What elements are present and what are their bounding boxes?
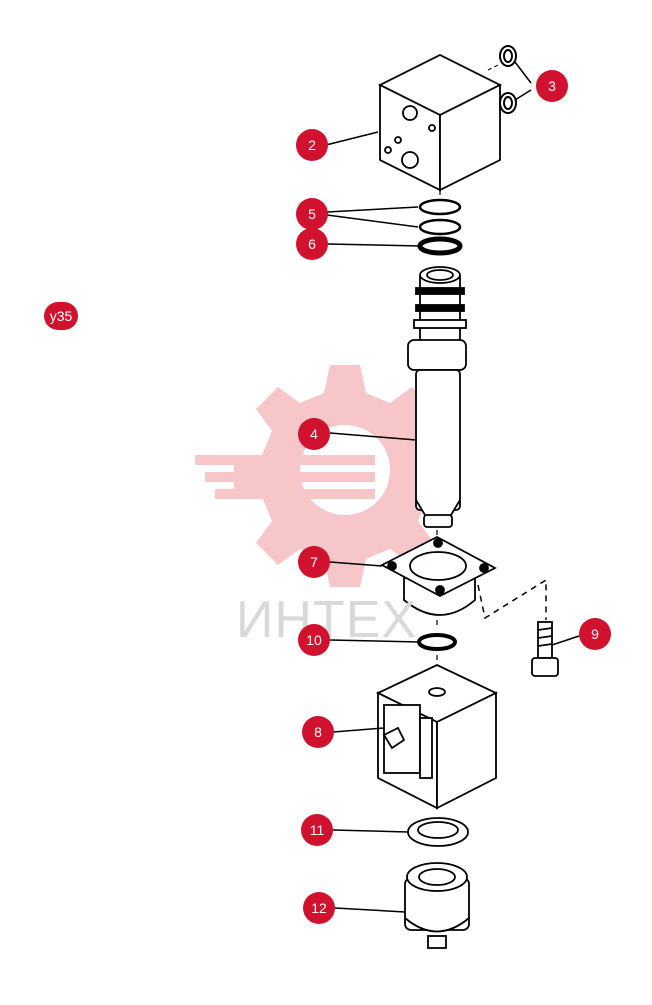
callout-7: 7 bbox=[298, 546, 330, 578]
callout-9: 9 bbox=[579, 618, 611, 650]
part-9-bolt bbox=[531, 621, 559, 677]
callout-10: 10 bbox=[298, 624, 330, 656]
part-8-coil bbox=[375, 664, 499, 810]
callout-3: 3 bbox=[536, 70, 568, 102]
part-5-rings bbox=[418, 198, 462, 236]
part-2-valve-block bbox=[377, 53, 503, 192]
callout-11: 11 bbox=[301, 814, 333, 846]
callout-6: 6 bbox=[296, 228, 328, 260]
part-6-ring bbox=[417, 236, 463, 256]
callout-12: 12 bbox=[303, 892, 335, 924]
callout-5: 5 bbox=[296, 198, 328, 230]
callout-4: 4 bbox=[298, 418, 330, 450]
part-12-nut bbox=[404, 862, 470, 949]
part-10-oring bbox=[417, 633, 457, 651]
callout-leader-lines bbox=[325, 61, 580, 913]
callout-8: 8 bbox=[302, 716, 334, 748]
part-4-cartridge bbox=[407, 266, 467, 528]
part-3-orings bbox=[499, 45, 517, 114]
callout-2: 2 bbox=[296, 129, 328, 161]
part-9-indicator-dashes bbox=[477, 578, 547, 620]
part-7-flange bbox=[380, 535, 497, 616]
figure-label: у35 bbox=[44, 302, 78, 330]
part-11-ring bbox=[407, 817, 469, 847]
